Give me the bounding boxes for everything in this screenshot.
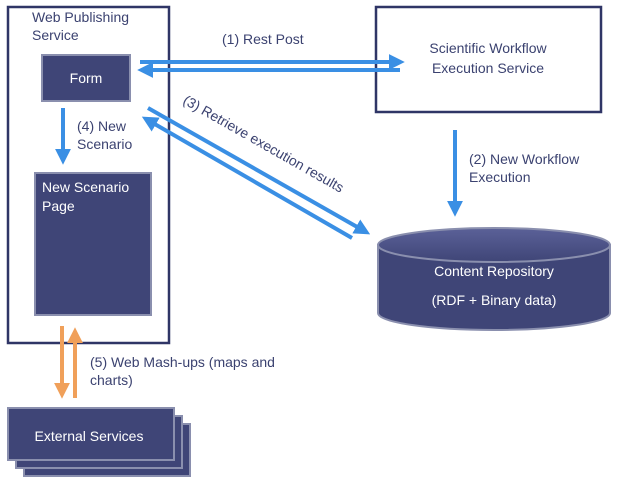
new-workflow-execution-line2: Execution: [469, 169, 530, 185]
rest-post-arrow: [137, 54, 405, 78]
new-scenario-page-line1: New Scenario: [42, 179, 129, 195]
rest-post-label: (1) Rest Post: [222, 31, 304, 47]
web-publishing-service-title-line2: Service: [32, 27, 79, 43]
retrieve-results-arrow: [141, 106, 371, 240]
web-publishing-service-title-line1: Web Publishing: [32, 9, 129, 25]
external-services-label: External Services: [35, 428, 144, 444]
content-repository-line1: Content Repository: [434, 263, 554, 279]
form-box: [41, 54, 131, 102]
new-scenario-line1: (4) New: [77, 118, 127, 134]
new-scenario-page-box: [34, 172, 152, 316]
retrieve-results-label: (3) Retrieve execution results: [181, 92, 347, 196]
web-mashups-arrow: [54, 326, 83, 399]
new-workflow-execution-line1: (2) New Workflow: [469, 151, 580, 167]
scientific-workflow-line1: Scientific Workflow: [429, 40, 547, 56]
scientific-workflow-line2: Execution Service: [432, 60, 544, 76]
new-scenario-page-line2: Page: [42, 198, 75, 214]
form-label: Form: [70, 70, 103, 86]
content-repository-line2: (RDF + Binary data): [432, 292, 557, 308]
content-repository-cylinder: [377, 227, 611, 331]
scientific-workflow-box: [374, 5, 603, 114]
external-services-stack: [7, 407, 191, 477]
new-scenario-line2: Scenario: [77, 136, 132, 152]
web-mashups-line2: charts): [90, 372, 133, 388]
web-mashups-line1: (5) Web Mash-ups (maps and: [90, 354, 275, 370]
